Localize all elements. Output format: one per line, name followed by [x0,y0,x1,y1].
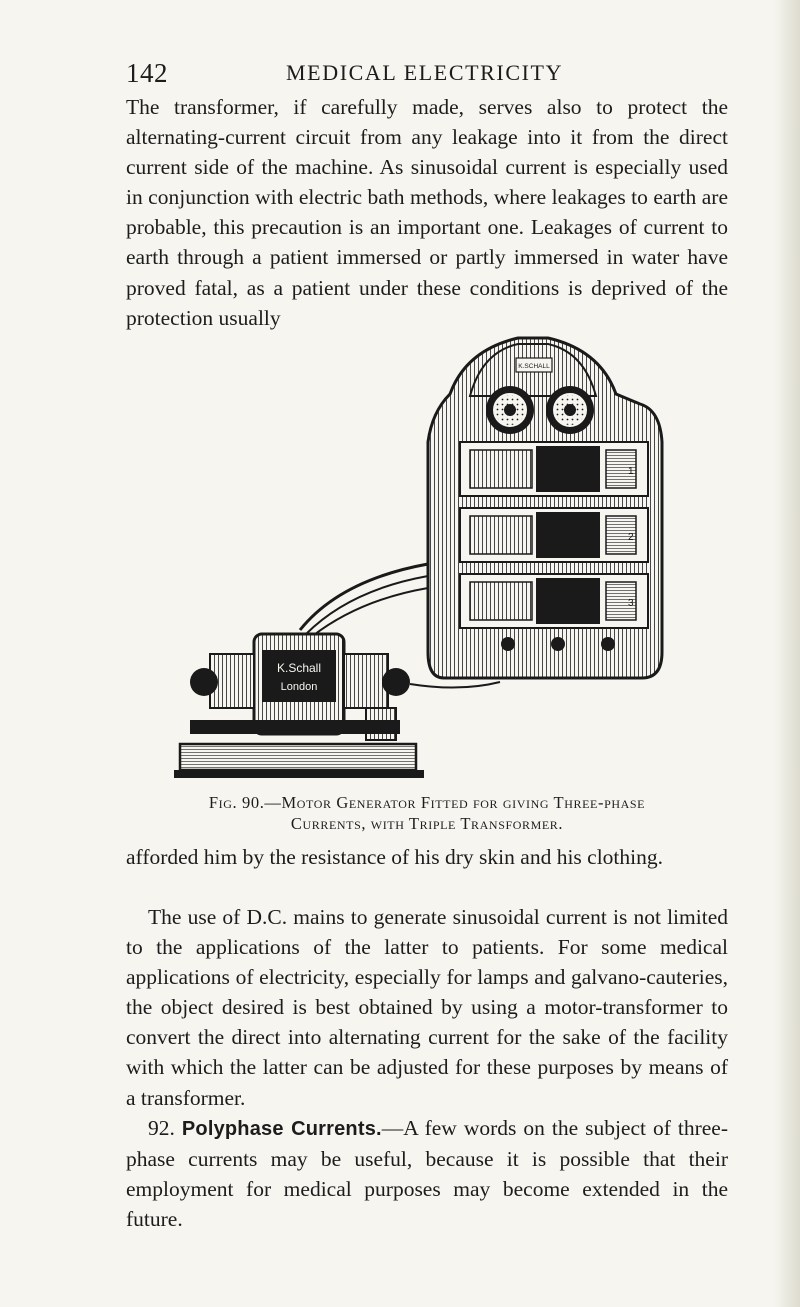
maker-plaque [515,357,553,373]
caption-line-1: Fig. 90.—Motor Generator Fitted for givi… [208,793,646,812]
terminal-icon [501,637,515,651]
transformer-panel-2: 2 [459,507,649,563]
figure-caption: Fig. 90.—Motor Generator Fitted for givi… [126,792,728,834]
paragraph-polyphase-text: —A few words on the subject of three-pha… [126,1116,728,1232]
transformer-panel-3: 3 [459,573,649,629]
running-title: MEDICAL ELECTRICITY [286,60,564,85]
figure-motor-generator: K.SCHALL 1 [170,332,690,790]
page-number: 142 [126,58,168,88]
panel-number-2: 2 [628,532,634,543]
paragraph-transformer-protection: The transformer, if carefully made, serv… [126,95,728,330]
machine-label-line-1: K.Schall [277,661,321,675]
terminal-icon [601,637,615,651]
cable-icon [298,562,429,631]
panel-number-1: 1 [628,466,634,477]
section-heading: Polyphase Currents. [181,1118,382,1140]
pulley-icon [382,668,410,696]
machine-label-line-2: London [281,681,318,693]
page-edge-shadow [774,0,800,1307]
panel-number-3: 3 [628,598,634,609]
section-number: 92. [148,1116,175,1140]
paragraph-dc-mains: The use of D.C. mains to generate sinuso… [126,905,728,1110]
meter-left-icon [486,386,534,434]
machine-base [178,742,418,772]
paragraph-polyphase: 92. Polyphase Currents.—A few words on t… [126,1113,728,1234]
terminal-icon [551,637,565,651]
pulley-icon [190,668,218,696]
plaque-label: K.SCHALL [518,363,550,370]
caption-line-2: Currents, with Triple Transformer. [290,814,564,833]
transformer-panel-1: 1 [459,441,649,497]
paragraph-continuation: afforded him by the resistance of his dr… [126,845,663,869]
meter-right-icon [546,386,594,434]
motor-generator: K.Schall London [174,632,424,778]
